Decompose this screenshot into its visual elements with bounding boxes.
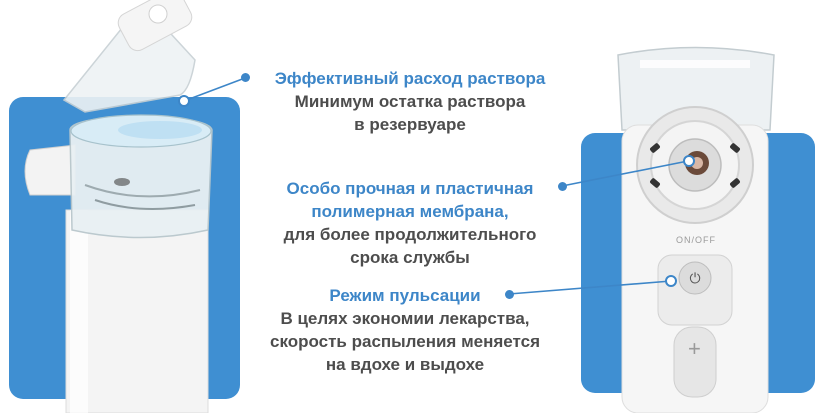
nebulizer-open-lid-image (24, 0, 213, 413)
svg-text:⏻: ⏻ (689, 271, 700, 287)
callout-line-membrane (561, 160, 689, 187)
marker-reservoir (241, 73, 250, 82)
feature-title: Эффективный расход раствора (274, 69, 546, 88)
feature-text-line: срока службы (350, 248, 470, 267)
feature-membrane: Особо прочная и пластичная полимерная ме… (255, 177, 565, 269)
feature-efficient-consumption: Эффективный расход раствора Минимум оста… (250, 67, 570, 136)
feature-pulse-mode: Режим пульсации В целях экономии лекарст… (245, 284, 565, 376)
left-device-body (65, 209, 209, 413)
feature-text-line: В целях экономии лекарства, (280, 309, 530, 328)
marker-pulse-end (665, 275, 677, 287)
top-cup (617, 46, 775, 131)
plus-button-panel (673, 326, 717, 398)
nebulizer-front-image: ⏻ (617, 46, 775, 413)
feature-title: Особо прочная и пластичная (286, 179, 534, 198)
marker-membrane (558, 182, 567, 191)
marker-reservoir-end (178, 95, 190, 107)
marker-pulse (505, 290, 514, 299)
feature-text-line: в резервуаре (354, 115, 466, 134)
feature-title: полимерная мембрана, (311, 202, 509, 221)
callout-line-pulse (508, 280, 672, 295)
callout-line-reservoir (183, 77, 246, 102)
power-button (678, 261, 712, 295)
marker-membrane-end (683, 155, 695, 167)
left-device-nozzle (24, 144, 76, 196)
feature-text-line: для более продолжительного (283, 225, 537, 244)
on-off-label: ON/OFF (676, 235, 716, 245)
feature-text-line: на вдохе и выдохе (325, 355, 485, 374)
feature-text-line: Минимум остатка раствора (294, 92, 526, 111)
plus-symbol[interactable]: + (688, 336, 701, 361)
feature-text-line: скорость распыления меняется (269, 332, 541, 351)
feature-title: Режим пульсации (329, 286, 481, 305)
